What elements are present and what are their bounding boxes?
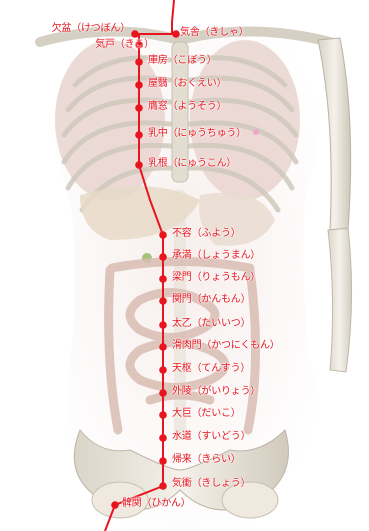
acupoint-label: 乳中（にゅうちゅう） [148, 128, 246, 140]
acupoint-dot [111, 501, 119, 509]
acupoint-dot [135, 104, 143, 112]
acupoint-dot [159, 343, 167, 351]
acupoint-label: 髀関（ひかん） [122, 498, 191, 510]
acupoint-label: 梁門（りょうもん） [172, 272, 260, 284]
acupoint-dot [159, 482, 167, 490]
acupoint-dot [159, 457, 167, 465]
neck-line [172, 0, 174, 22]
acupoint-label: 水道（すいどう） [172, 431, 250, 443]
acupoint-label: 庫房（こぼう） [148, 55, 217, 67]
acupoint-label: 乳根（にゅうこん） [148, 158, 236, 170]
acupoint-label: 大巨（だいこ） [172, 408, 241, 420]
acupoint-dot [159, 253, 167, 261]
acupoint-label: 外陵（がいりょう） [172, 386, 260, 398]
acupoint-dot [172, 30, 180, 38]
acupoint-label: 滑肉門（かつにくもん） [172, 340, 280, 352]
acupoint-dot [159, 297, 167, 305]
acupoint-dot [131, 30, 139, 38]
acupoint-dot [159, 434, 167, 442]
acupoint-dot [135, 131, 143, 139]
acupoint-label: 天枢（てんすう） [172, 363, 250, 375]
acupoint-dot [159, 389, 167, 397]
acupoint-label: 気戸（きこ） [95, 39, 154, 51]
acupoint-dot [135, 161, 143, 169]
nipple-marker [253, 129, 259, 135]
right-humerus [318, 38, 351, 230]
acupoint-dot [159, 231, 167, 239]
acupoint-dot [135, 81, 143, 89]
acupoint-label: 太乙（たいいつ） [172, 318, 250, 330]
acupoint-dot [159, 321, 167, 329]
acupoint-label: 承満（しょうまん） [172, 250, 260, 262]
acupoint-dot [159, 275, 167, 283]
acupoint-label: 膺窓（ようそう） [148, 101, 226, 113]
acupoint-label: 欠盆（けつぼん） [52, 23, 130, 35]
acupoint-dot [159, 411, 167, 419]
right-forearm [328, 228, 352, 372]
acupoint-label: 帰来（きらい） [172, 454, 241, 466]
acupoint-dot [159, 366, 167, 374]
acupoint-label: 関門（かんもん） [172, 294, 250, 306]
acupoint-label: 気舎（きしゃ） [180, 27, 249, 39]
acupoint-label: 不容（ふよう） [172, 228, 241, 240]
acupoint-label: 気衝（きしょう） [172, 478, 250, 490]
acupoint-label: 屋翳（おくえい） [148, 78, 226, 90]
acupoint-dot [135, 58, 143, 66]
